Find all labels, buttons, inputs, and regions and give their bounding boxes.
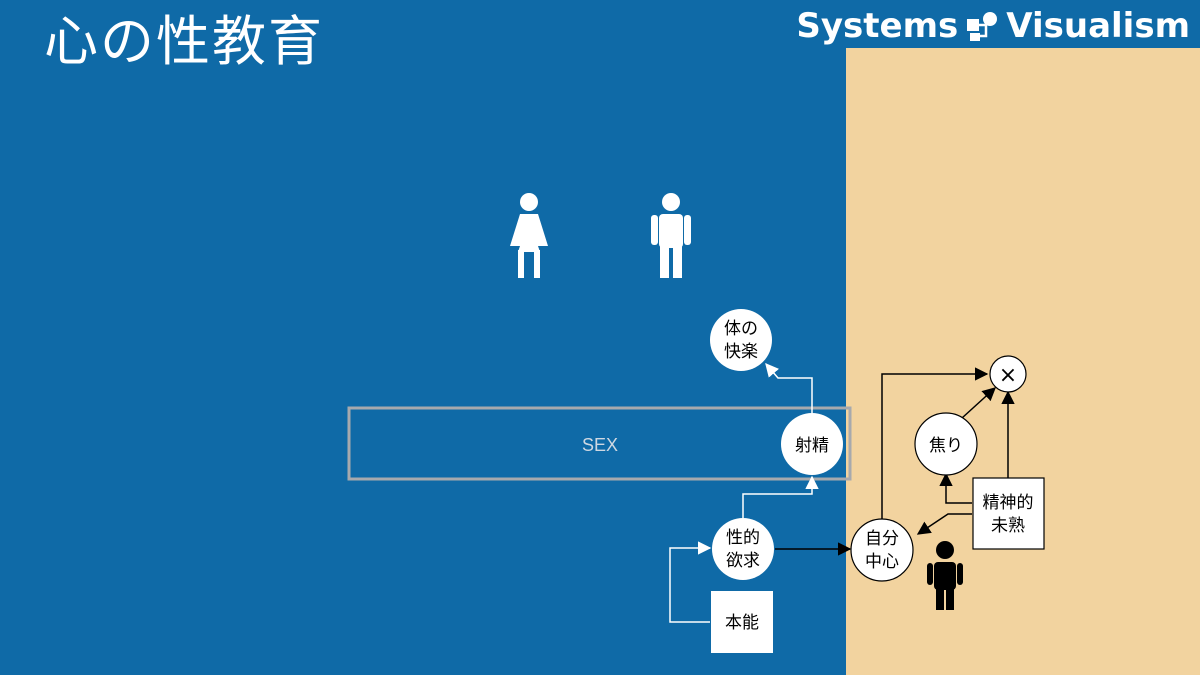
arrow-immaturity-to-impatience: [939, 472, 972, 504]
node-body-pleasure: 体の 快楽: [710, 309, 772, 371]
node-self-centered-line2: 中心: [865, 552, 899, 572]
node-multiply: ×: [989, 355, 1027, 393]
page-title: 心の性教育: [44, 10, 324, 73]
node-sexual-desire: 性的 欲求: [712, 518, 774, 580]
node-instinct-label: 本能: [725, 613, 759, 633]
node-ejaculation: 射精: [781, 413, 843, 475]
node-ejaculation-label: 射精: [795, 436, 829, 456]
arrow-self-centered-to-multiply: [881, 367, 989, 520]
arrow-desire-to-ejaculation: [742, 475, 819, 521]
node-self-centered-line1: 自分: [865, 529, 899, 549]
person-icon: [927, 541, 963, 610]
sex-box: [347, 406, 852, 481]
node-impatience: 焦り: [914, 412, 978, 476]
arrow-instinct-to-desire: [669, 541, 712, 623]
node-sexual-desire-line1: 性的: [726, 528, 760, 548]
man-icon: [651, 193, 691, 278]
node-immaturity-line1: 精神的: [983, 493, 1034, 513]
node-self-centered: 自分 中心: [850, 518, 914, 582]
systems-visualism-logo-icon: [967, 12, 998, 41]
node-body-pleasure-line2: 快楽: [724, 342, 758, 362]
node-sexual-desire-line2: 欲求: [726, 551, 760, 571]
brand-right-text: Visualism: [1006, 6, 1190, 46]
node-immaturity: 精神的 未熟: [972, 477, 1045, 550]
node-instinct: 本能: [711, 591, 773, 653]
brand-logo: Systems Visualism: [796, 6, 1190, 46]
node-body-pleasure-line1: 体の: [724, 319, 758, 339]
sex-label: SEX: [582, 435, 618, 455]
woman-icon: [510, 193, 548, 278]
arrow-ejaculation-to-pleasure: [765, 362, 813, 414]
brand-left-text: Systems: [796, 6, 959, 46]
node-immaturity-line2: 未熟: [991, 515, 1025, 536]
node-impatience-label: 焦り: [929, 436, 963, 456]
multiply-icon: ×: [999, 363, 1017, 388]
arrow-immaturity-to-self-centered: [916, 513, 972, 535]
arrow-impatience-to-multiply: [961, 387, 996, 419]
